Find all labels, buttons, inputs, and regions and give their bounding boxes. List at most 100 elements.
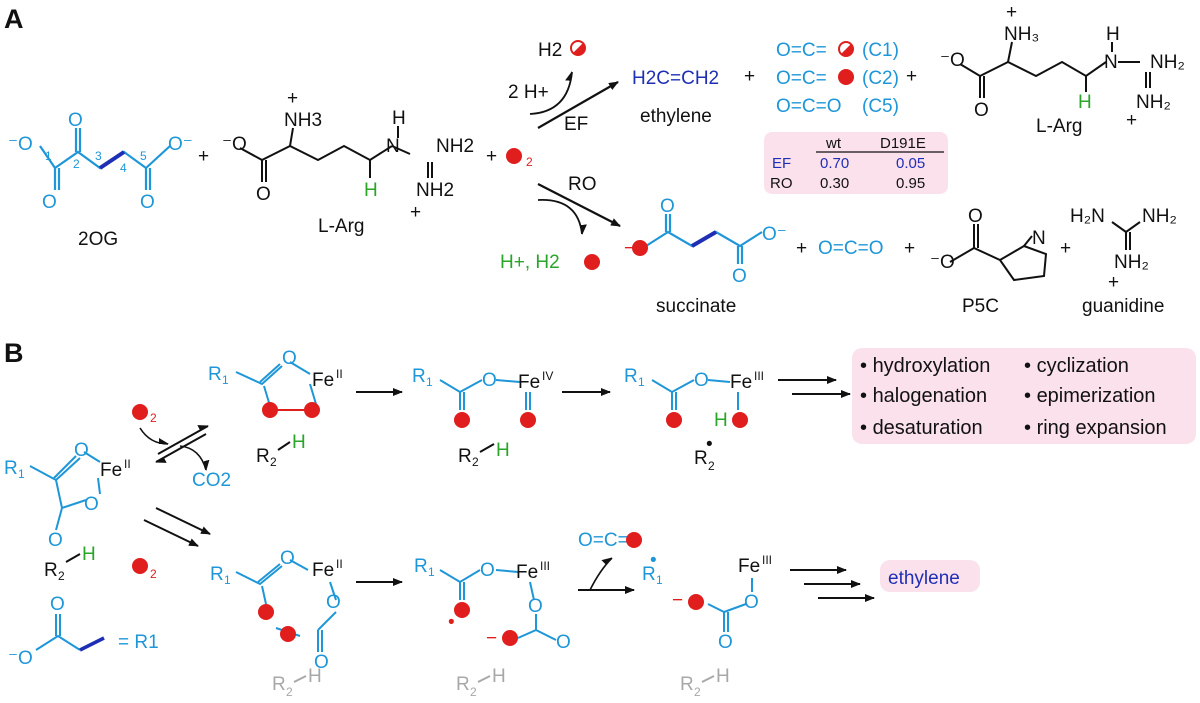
svg-text:⁻O: ⁻O — [8, 648, 33, 669]
reaction-outcomes: • hydroxylation • halogenation • desatur… — [860, 355, 1167, 439]
o2-subscript: 2 — [150, 567, 157, 581]
svg-text:H: H — [496, 440, 510, 461]
co2-ro: O=C=O — [818, 238, 883, 259]
double-forward-arrow — [155, 507, 211, 535]
svg-text:R: R — [210, 564, 224, 585]
l-arg-label: L-Arg — [318, 216, 364, 237]
svg-text:R: R — [680, 674, 694, 695]
oxygen-atom — [584, 254, 600, 270]
oxygen-atom — [132, 404, 148, 420]
svg-text:NH₂: NH₂ — [1150, 52, 1185, 73]
svg-text:1: 1 — [222, 373, 229, 387]
svg-text:H: H — [1078, 92, 1092, 113]
co2-tag: (C1) — [862, 40, 899, 61]
svg-text:R: R — [694, 448, 708, 469]
svg-text:−: − — [672, 590, 683, 611]
svg-text:O: O — [42, 192, 57, 213]
2og-blue-bond — [98, 150, 126, 170]
svg-text:Fe: Fe — [516, 562, 538, 583]
svg-text:R: R — [458, 446, 472, 467]
svg-text:H: H — [308, 666, 322, 687]
2og-label: 2OG — [78, 229, 118, 250]
ethylene-formula: H2C=CH2 — [632, 68, 719, 89]
svg-text:⁻O: ⁻O — [222, 134, 247, 155]
svg-text:R: R — [412, 366, 426, 387]
p5c-atoms: ⁻O O N — [930, 206, 1046, 273]
reaction-outcomes-box — [852, 348, 1196, 444]
svg-text:⁻O: ⁻O — [940, 50, 965, 71]
p5c-structure — [949, 224, 1048, 282]
svg-text:Fe: Fe — [738, 556, 760, 577]
l-arg-structure — [239, 126, 433, 182]
svg-text:O: O — [50, 594, 65, 615]
svg-text:O: O — [744, 592, 759, 613]
svg-text:R: R — [44, 560, 58, 581]
svg-text:⁻O: ⁻O — [8, 134, 33, 155]
svg-text:+: + — [1126, 110, 1137, 131]
partition-table-box — [764, 132, 948, 194]
plus-sign: + — [906, 66, 917, 87]
svg-text:Fe: Fe — [312, 370, 334, 391]
svg-text:1: 1 — [638, 375, 645, 389]
svg-text:H: H — [492, 666, 506, 687]
svg-text:2: 2 — [58, 569, 65, 583]
carbon-number: 4 — [120, 161, 127, 175]
svg-text:II: II — [336, 557, 343, 571]
l-arg-atoms: ⁻O O + NH3 H N NH2 NH2 + H — [222, 88, 474, 223]
svg-text:O: O — [718, 632, 733, 653]
ef-arrow — [537, 81, 619, 129]
svg-text:O⁻: O⁻ — [168, 134, 193, 155]
outcome-item: • cyclization — [1024, 355, 1129, 377]
outcome-item: • desaturation — [860, 417, 983, 439]
svg-text:R: R — [642, 564, 656, 585]
svg-text:III: III — [540, 559, 550, 573]
svg-text:O: O — [556, 632, 571, 653]
co2-formula: O=C= — [776, 68, 827, 89]
svg-text:O: O — [732, 266, 747, 287]
co2-label: CO2 — [192, 470, 231, 491]
svg-text:R: R — [414, 556, 428, 577]
table-header: wt — [825, 135, 842, 152]
outcome-item: • ring expansion — [1024, 417, 1167, 439]
oxygen-atom — [132, 558, 148, 574]
ethylene-product-box — [880, 560, 980, 592]
equilibrium-arrow — [155, 433, 207, 463]
r1-definition: = R1 — [118, 632, 159, 653]
o2-subscript: 2 — [150, 411, 157, 425]
ro-arrow — [537, 183, 621, 227]
curved-arrow — [139, 427, 169, 445]
svg-text:+: + — [287, 88, 298, 109]
svg-text:Fe: Fe — [730, 372, 752, 393]
svg-text:O: O — [968, 206, 983, 227]
svg-text:+: + — [1006, 2, 1017, 23]
carbon-number: 5 — [140, 149, 147, 163]
l-arg-product-structure — [959, 41, 1151, 98]
svg-text:+: + — [1108, 272, 1119, 293]
co2-formula: O=C=O — [776, 96, 841, 117]
panel-b-label: B — [4, 338, 24, 368]
nh-label: H — [392, 108, 406, 129]
svg-text:NH₂: NH₂ — [1142, 206, 1177, 227]
carbon-number: 2 — [73, 157, 80, 171]
nh3-label: NH3 — [284, 110, 322, 131]
2og-atoms: ⁻O O O O O⁻ — [8, 110, 193, 213]
l-arg-product-label: L-Arg — [1036, 116, 1082, 137]
svg-text:H: H — [716, 666, 730, 687]
svg-text:2: 2 — [270, 455, 277, 469]
table-row-label: EF — [772, 155, 791, 172]
carbon-number: 1 — [45, 149, 52, 163]
l-arg-product-atoms: ⁻O O + NH₃ H N NH₂ NH₂ + H — [940, 2, 1185, 131]
svg-text:1: 1 — [428, 565, 435, 579]
succinate-atoms: − O O O⁻ — [624, 196, 787, 287]
svg-text:⁻O: ⁻O — [930, 252, 955, 273]
equilibrium-arrow — [157, 425, 209, 455]
ro-arrow-label: RO — [568, 174, 597, 195]
outcome-item: • hydroxylation — [860, 355, 990, 377]
co2-products: O=C= (C1) O=C= (C2) O=C=O (C5) — [776, 40, 899, 117]
ef-arrow-label: EF — [564, 114, 588, 135]
svg-text:H: H — [1106, 24, 1120, 45]
svg-text:H: H — [714, 410, 728, 431]
svg-text:H₂N: H₂N — [1070, 206, 1105, 227]
